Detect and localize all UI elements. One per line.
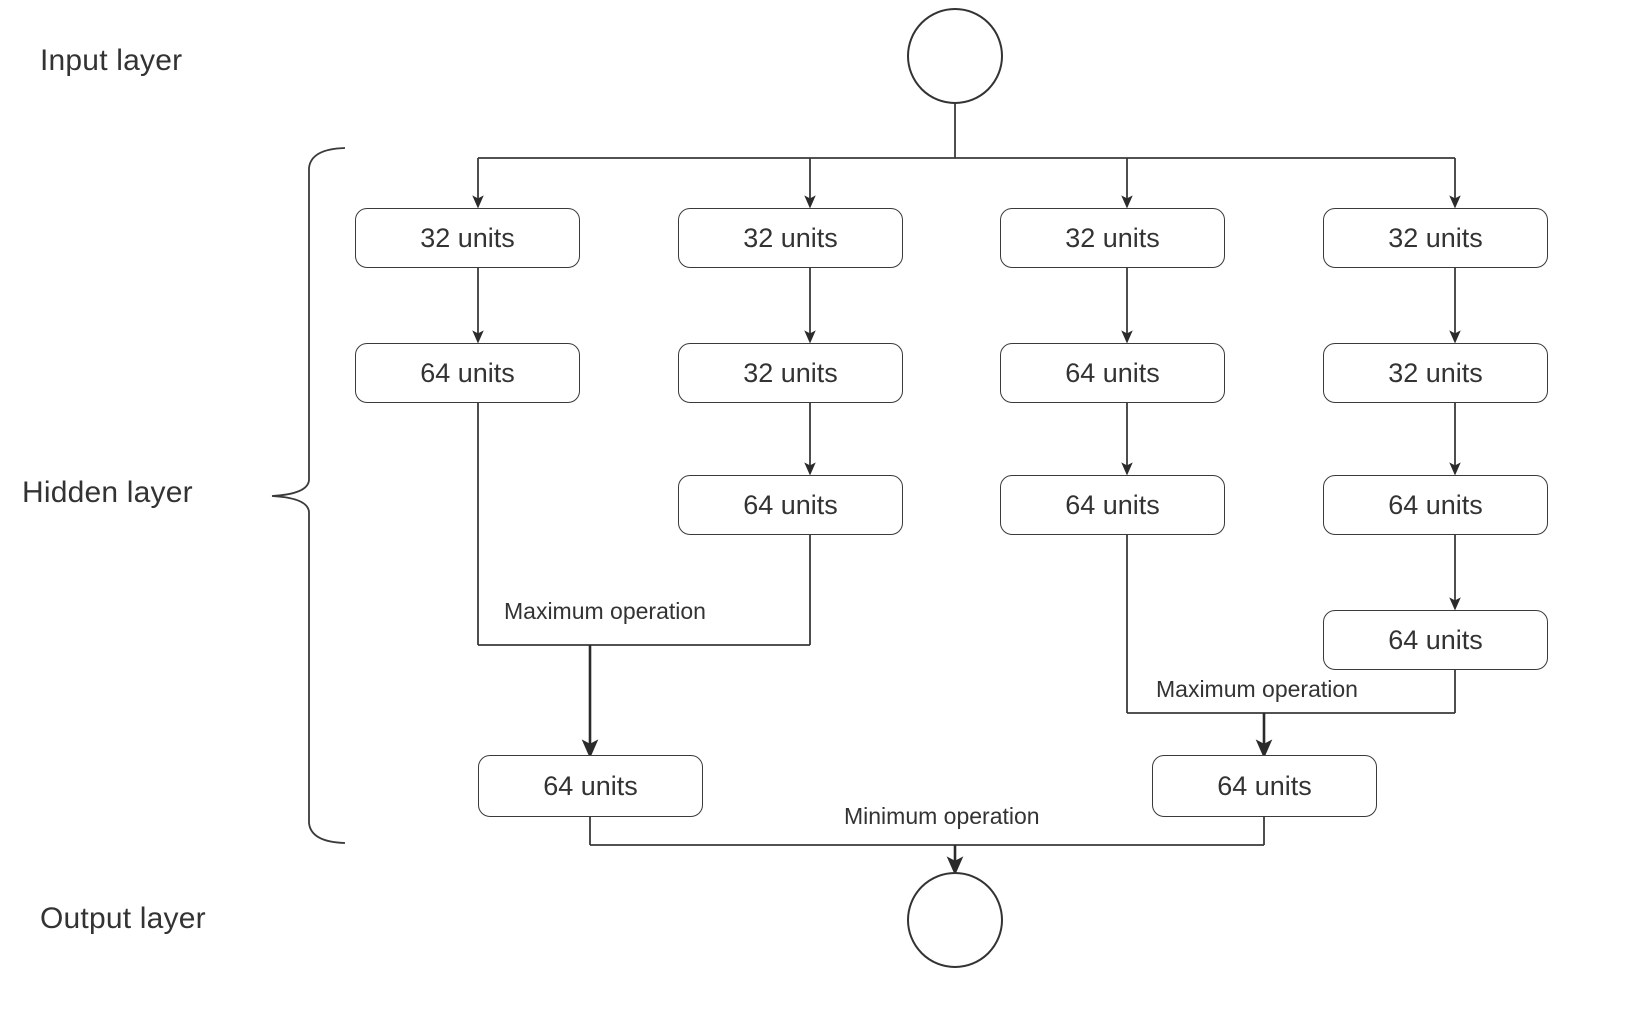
node-branch-3-layer-2[interactable]: 64 units [1000, 343, 1225, 403]
output-layer-label: Output layer [40, 902, 206, 935]
node-branch-4-layer-2[interactable]: 32 units [1323, 343, 1548, 403]
node-branch-4-layer-1[interactable]: 32 units [1323, 208, 1548, 268]
input-node-circle[interactable] [907, 8, 1003, 104]
node-merge-left[interactable]: 64 units [478, 755, 703, 817]
node-branch-3-layer-3[interactable]: 64 units [1000, 475, 1225, 535]
node-branch-1-layer-1[interactable]: 32 units [355, 208, 580, 268]
node-branch-1-layer-2[interactable]: 64 units [355, 343, 580, 403]
max-operation-right-label: Maximum operation [1150, 676, 1364, 703]
hidden-layer-label: Hidden layer [22, 476, 193, 509]
node-branch-3-layer-1[interactable]: 32 units [1000, 208, 1225, 268]
node-branch-4-layer-3[interactable]: 64 units [1323, 475, 1548, 535]
output-node-circle[interactable] [907, 872, 1003, 968]
node-branch-2-layer-3[interactable]: 64 units [678, 475, 903, 535]
node-merge-right[interactable]: 64 units [1152, 755, 1377, 817]
min-operation-label: Minimum operation [838, 803, 1046, 830]
node-branch-4-layer-4[interactable]: 64 units [1323, 610, 1548, 670]
max-operation-left-label: Maximum operation [498, 598, 712, 625]
node-branch-2-layer-2[interactable]: 32 units [678, 343, 903, 403]
node-branch-2-layer-1[interactable]: 32 units [678, 208, 903, 268]
hidden-layer-brace [271, 147, 346, 844]
input-layer-label: Input layer [40, 44, 183, 77]
